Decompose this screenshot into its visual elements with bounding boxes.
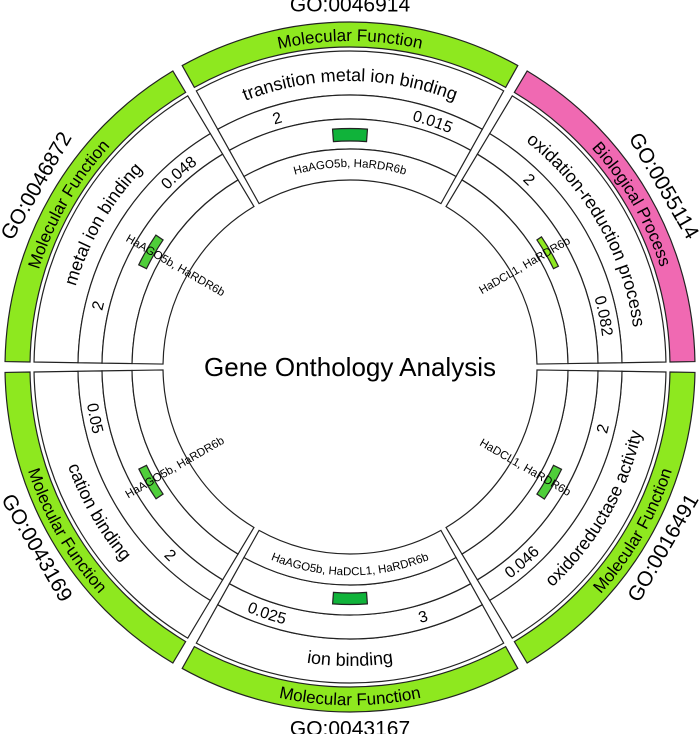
term-5-enrichment-bar <box>137 234 164 270</box>
term-1-genes-cell <box>445 179 569 365</box>
term-0-enrichment-bar <box>331 127 369 143</box>
term-4-category-band <box>4 371 187 664</box>
term-5-genes-cell <box>131 179 255 365</box>
term-3-term-label: ion binding <box>306 647 394 670</box>
term-3-genes-cell <box>243 529 457 586</box>
term-3-enrichment-bar <box>331 591 369 606</box>
term-0-category-band <box>181 21 519 89</box>
term-4-pvalue-label: 0.05 <box>83 402 106 436</box>
term-5-category-band <box>4 70 187 363</box>
term-3-term-label-text: ion binding <box>306 647 394 670</box>
term-4-pvalue-label-text: 0.05 <box>83 402 106 436</box>
term-2-genes-cell <box>445 369 569 555</box>
term-0-genes-cell <box>243 148 457 205</box>
term-0-go-id: GO:0046914 <box>290 0 411 17</box>
center-title: Gene Onthology Analysis <box>204 352 496 382</box>
diagram-shapes <box>4 21 696 713</box>
term-2-enrichment-bar <box>536 464 563 500</box>
term-3-category-band <box>181 645 519 713</box>
term-2-count-label: 2 <box>594 422 613 435</box>
term-3-go-id: GO:0043167 <box>290 718 410 734</box>
term-5-count-label-text: 2 <box>90 299 109 312</box>
term-4-genes-cell <box>131 369 255 555</box>
term-4-enrichment-bar <box>138 464 164 500</box>
term-2-count-label-text: 2 <box>594 422 613 435</box>
term-2-category-band <box>513 371 696 664</box>
term-5-count-label: 2 <box>90 299 109 312</box>
term-1-enrichment-bar <box>536 236 560 270</box>
term-1-category-band <box>513 70 696 363</box>
